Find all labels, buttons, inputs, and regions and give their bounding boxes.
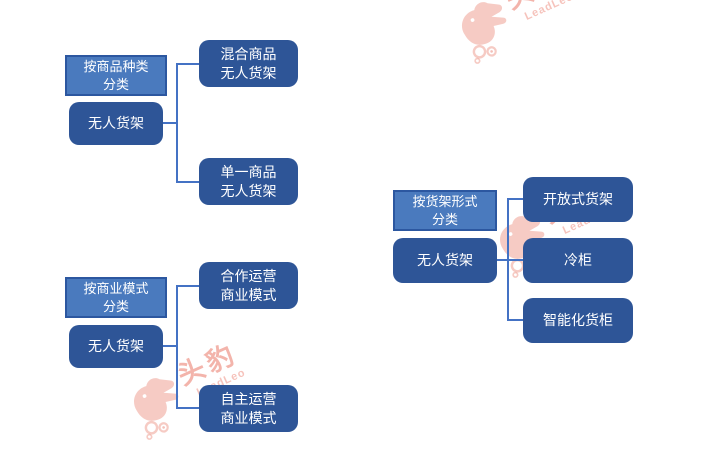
child-node-mixed-goods-shelf: 混合商品 无人货架: [199, 40, 298, 87]
child-node-freezer: 冷柜: [523, 238, 633, 283]
node-label-line1: 单一商品: [220, 163, 277, 180]
node-label-line1: 合作运营: [220, 267, 277, 284]
node-label-line1: 智能化货柜: [543, 312, 613, 329]
connector-line: [497, 259, 523, 261]
connector-line: [176, 285, 199, 287]
node-label: 无人货架: [88, 115, 144, 132]
header-label-line1: 按商业模式: [83, 281, 149, 297]
leopard-logo-icon: [462, 2, 507, 64]
connector-line: [507, 198, 523, 200]
connector-line: [507, 319, 523, 321]
header-label-line2: 分类: [431, 211, 458, 227]
header-label-line2: 分类: [102, 76, 129, 92]
node-label-line1: 混合商品: [220, 45, 277, 62]
node-label-line1: 开放式货架: [543, 191, 613, 208]
child-node-smart-cabinet: 智能化货柜: [523, 298, 633, 343]
leadleo-watermark: 头豹 LeadLeo: [448, 0, 584, 70]
connector-line: [176, 63, 199, 65]
child-node-independent-operation: 自主运营 商业模式: [199, 385, 298, 432]
connector-line: [176, 181, 199, 183]
connector-line: [176, 285, 178, 409]
watermark-brand-cn: 头豹: [173, 338, 243, 392]
node-label-line2: 无人货架: [220, 64, 277, 81]
node-label: 无人货架: [88, 338, 144, 355]
connector-line: [176, 63, 178, 183]
connector-line: [507, 199, 509, 321]
header-label-line2: 分类: [102, 298, 129, 314]
node-label-line1: 冷柜: [564, 252, 592, 269]
root-node-unmanned-shelf: 无人货架: [393, 238, 497, 283]
category-header-business-model: 按商业模式 分类: [65, 277, 167, 318]
node-label-line2: 商业模式: [220, 409, 277, 426]
connector-line: [163, 345, 177, 347]
leopard-logo-icon: [134, 378, 179, 440]
node-label-line1: 自主运营: [220, 390, 277, 407]
watermark-brand-en: LeadLeo: [522, 0, 576, 23]
child-node-single-goods-shelf: 单一商品 无人货架: [199, 158, 298, 205]
node-label-line2: 无人货架: [220, 182, 277, 199]
header-label-line1: 按货架形式: [412, 194, 478, 210]
child-node-cooperative-operation: 合作运营 商业模式: [199, 262, 298, 309]
root-node-unmanned-shelf: 无人货架: [69, 325, 163, 368]
connector-line: [176, 407, 199, 409]
node-label: 无人货架: [417, 252, 473, 269]
connector-line: [163, 122, 177, 124]
node-label-line2: 商业模式: [220, 286, 277, 303]
header-label-line1: 按商品种类: [83, 59, 149, 75]
category-header-product-type: 按商品种类 分类: [65, 55, 167, 96]
category-header-shelf-form: 按货架形式 分类: [393, 190, 497, 231]
watermark-brand-cn: 头豹: [501, 0, 570, 15]
child-node-open-shelf: 开放式货架: [523, 177, 633, 222]
root-node-unmanned-shelf: 无人货架: [69, 102, 163, 145]
